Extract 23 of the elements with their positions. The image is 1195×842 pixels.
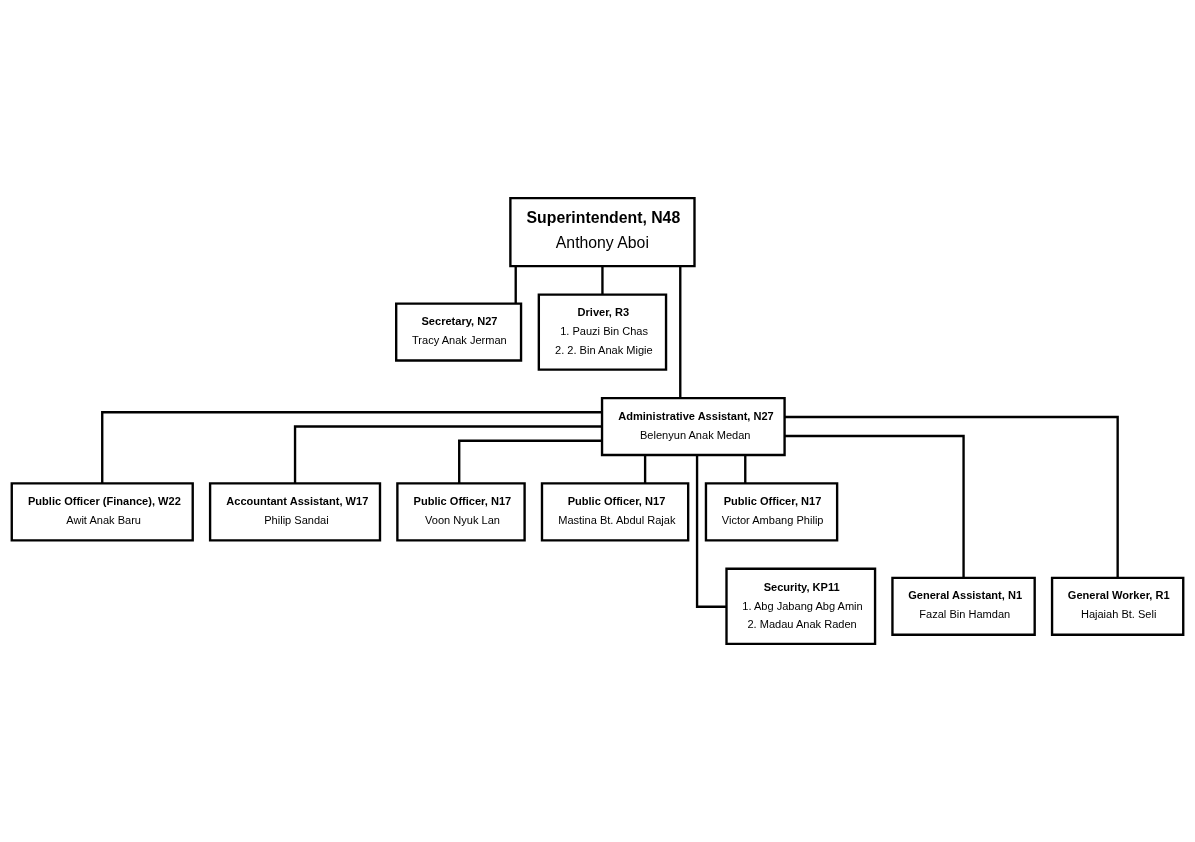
connector — [784, 415, 1119, 578]
node-box: General Worker, R1 Hajaiah Bt. Seli — [1050, 576, 1185, 636]
connector — [643, 455, 647, 484]
node-box: General Assistant, N1 Fazal Bin Hamdan — [891, 576, 1036, 636]
node-box: Public Officer, N17 Mastina Bt. Abdul Rajak — [540, 482, 690, 542]
node-box: Accountant Assistant, W17 Philip Sandai — [208, 482, 382, 542]
node-box: Driver, R3 1. Pauzi Bin Chas 2. 2. Bin Anak Migie — [537, 293, 668, 371]
node-box: Security, KP11 1. Abg Jabang Abg Amin 2. Madau Anak Raden — [725, 567, 877, 646]
node-box: Superintendent, N48 Anthony Aboi — [509, 196, 696, 268]
connector — [101, 411, 602, 484]
connector — [601, 266, 604, 295]
connector — [514, 266, 517, 304]
node-box: Public Officer (Finance), W22 Awit Anak Baru — [10, 482, 194, 542]
node-box: Public Officer, N17 Voon Nyuk Lan — [396, 482, 526, 542]
node-box: Public Officer, N17 Victor Ambang Philip — [704, 482, 839, 542]
connector — [458, 439, 602, 484]
connector — [744, 455, 747, 484]
connector — [784, 434, 965, 578]
connector — [695, 455, 727, 608]
connector — [293, 425, 602, 484]
node-box: Administrative Assistant, N27 Belenyun Anak Medan — [600, 396, 786, 457]
node-box: Secretary, N27 Tracy Anak Jerman — [395, 302, 523, 362]
connector — [679, 266, 682, 398]
